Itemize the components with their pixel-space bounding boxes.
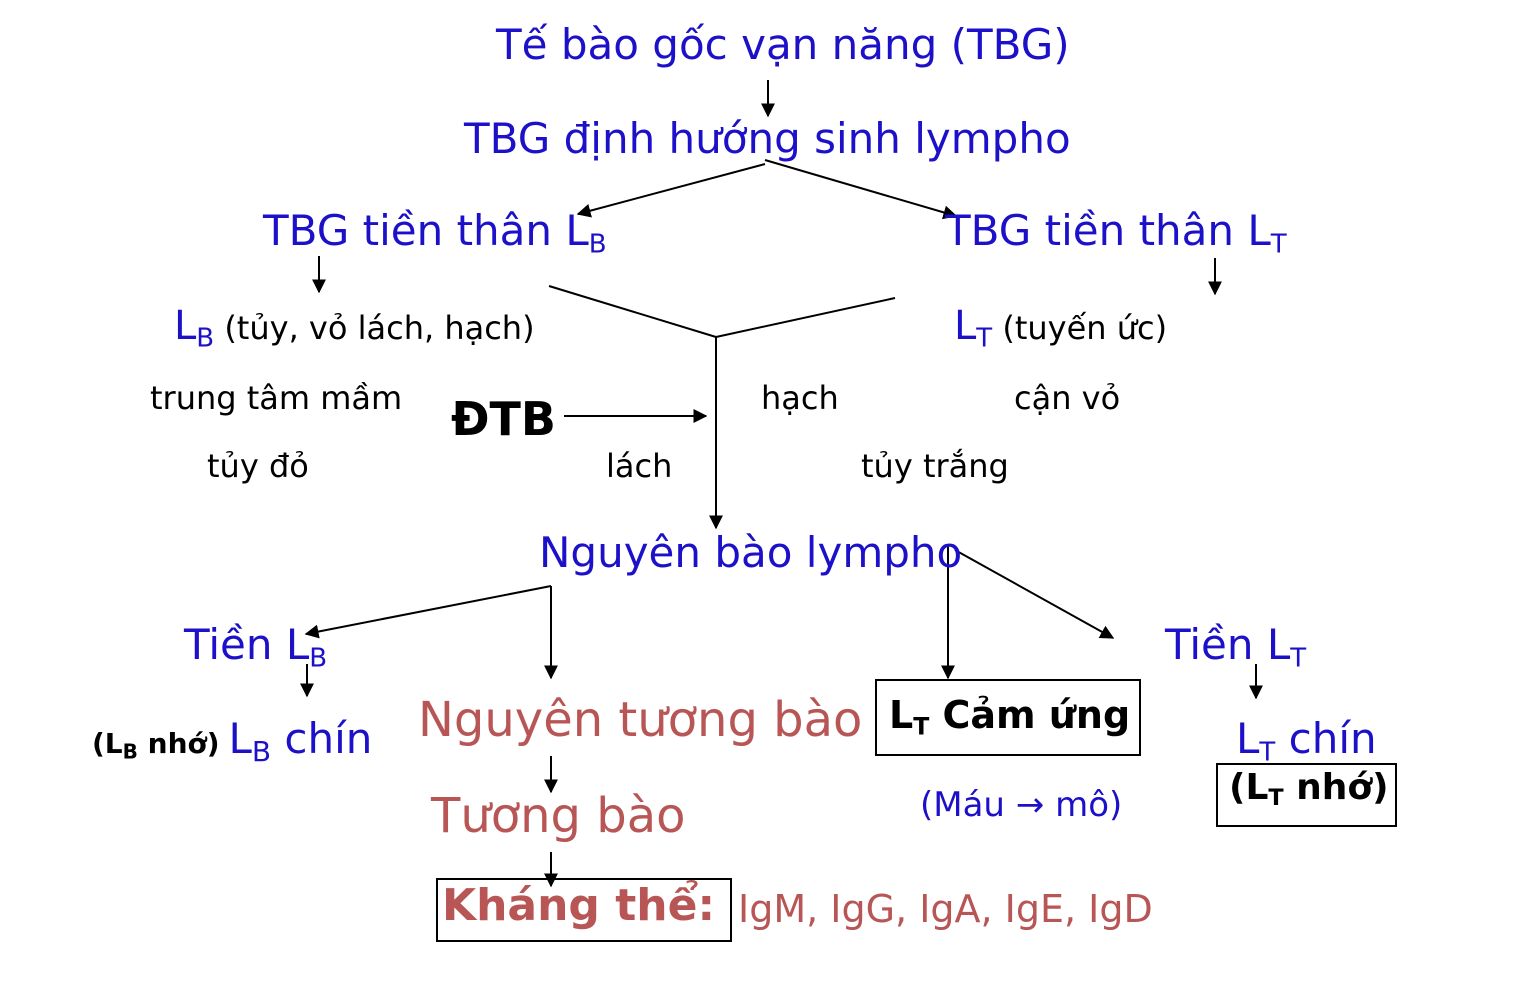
progenitor-t-sub: T <box>1270 229 1287 260</box>
lt-sources-sub: T <box>976 323 993 354</box>
antigen-label: ĐTB <box>451 392 556 446</box>
plasma-cell: Tương bào <box>431 788 686 844</box>
memory-t-sub: T <box>1268 785 1284 812</box>
mature-b-rest: chín <box>271 714 373 763</box>
lb-sources-sub: B <box>196 323 215 354</box>
germinal-center-label: trung tâm mầm <box>150 379 403 417</box>
lt-sources: LT (tuyến ức) <box>954 303 1168 351</box>
arrow-lymphoid-to-progenitor-b <box>576 163 766 218</box>
pre-b-text: Tiền L <box>184 620 310 669</box>
paracortex-label: cận vỏ <box>1014 379 1121 417</box>
memory-b-close: nhớ) <box>137 727 220 760</box>
arrow-lymphoid-to-progenitor-t <box>764 159 958 220</box>
pre-b-sub: B <box>309 643 328 674</box>
plasmablast: Nguyên tương bào <box>418 692 863 748</box>
progenitor-b-text: TBG tiền thân L <box>263 206 589 255</box>
pluripotent-stem-cell: Tế bào gốc vạn năng (TBG) <box>496 20 1070 69</box>
antibody-list: IgM, IgG, IgA, IgE, IgD <box>738 887 1153 931</box>
pre-t-text: Tiền L <box>1165 620 1291 669</box>
spleen-label: lách <box>606 447 673 485</box>
lt-induced: LT Cảm ứng <box>889 693 1131 738</box>
progenitor-t-text: TBG tiền thân L <box>945 206 1271 255</box>
blood-tissue-label: (Máu → mô) <box>920 785 1123 825</box>
merge-line-left <box>548 285 717 338</box>
memory-b-sub: B <box>122 739 138 764</box>
mature-t-letter: L <box>1236 714 1260 763</box>
white-pulp-label: tủy trắng <box>861 447 1009 485</box>
progenitor-b-sub: B <box>588 229 607 260</box>
pre-t-sub: T <box>1290 643 1307 674</box>
lt-induced-box <box>875 679 1141 756</box>
lb-sources-letter: L <box>174 303 197 349</box>
antibody-label: Kháng thể: <box>442 880 716 931</box>
merge-line-right <box>715 297 896 338</box>
lb-sources-organs: (tủy, vỏ lách, hạch) <box>214 309 535 347</box>
progenitor-t: TBG tiền thân LT <box>945 210 1287 258</box>
red-pulp-label: tủy đỏ <box>207 447 309 485</box>
antibody-box <box>436 878 732 942</box>
lt-induced-rest: Cảm ứng <box>929 693 1131 737</box>
lb-sources: LB (tủy, vỏ lách, hạch) <box>174 303 535 351</box>
mature-t-sub: T <box>1259 737 1276 768</box>
pre-b: Tiền LB <box>184 624 327 672</box>
lymphoblast: Nguyên bào lympho <box>539 528 963 577</box>
lt-induced-sub: T <box>913 712 930 741</box>
memory-t-open: (L <box>1229 767 1269 808</box>
mature-b: (LB nhớ) LB chín <box>92 718 372 766</box>
lymphoid-stem-cell: TBG định hướng sinh lympho <box>464 114 1071 163</box>
arrow-lymphoblast-to-pre-t <box>954 549 1115 639</box>
memory-t: (LT nhớ) <box>1229 767 1389 810</box>
mature-t-rest: chín <box>1275 714 1377 763</box>
lt-sources-letter: L <box>954 303 977 349</box>
memory-b-open: (L <box>92 727 123 760</box>
mature-b-letter: L <box>228 714 252 763</box>
progenitor-b: TBG tiền thân LB <box>263 210 607 258</box>
memory-t-box <box>1216 763 1397 827</box>
mature-t: LT chín <box>1236 718 1377 766</box>
memory-t-close: nhớ) <box>1283 767 1389 808</box>
lt-sources-organs: (tuyến ức) <box>992 309 1168 347</box>
pre-t: Tiền LT <box>1165 624 1306 672</box>
mature-b-sub: B <box>251 734 272 768</box>
lt-induced-letter: L <box>889 693 914 737</box>
arrow-lymphoblast-to-pre-b <box>304 585 552 639</box>
node-label: hạch <box>761 379 839 417</box>
